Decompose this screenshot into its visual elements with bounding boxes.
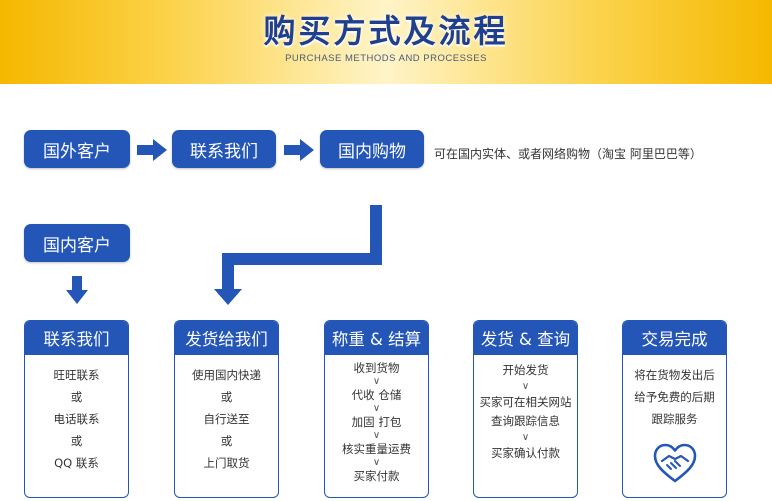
card-line: 跟踪服务: [651, 412, 698, 426]
chevron-down-icon: ∨: [521, 432, 530, 443]
card-title: 称重 & 结算: [325, 321, 428, 355]
card-line: 买家可在相关网站: [479, 395, 572, 409]
domestic-customer-step: 国内客户: [24, 224, 130, 262]
card-line: 买家确认付款: [491, 446, 560, 460]
card-title: 发货 & 查询: [474, 321, 577, 355]
card-line: 或: [220, 390, 233, 404]
arrow-right-icon: [137, 139, 167, 161]
card-line: 或: [70, 390, 83, 404]
card-line: 使用国内快递: [192, 368, 261, 382]
arrow-right-icon: [284, 139, 314, 161]
card-line: 电话联系: [53, 412, 100, 426]
card-title: 发货给我们: [175, 321, 278, 355]
card-line: 代收 仓储: [351, 388, 402, 402]
chevron-down-icon: ∨: [372, 457, 381, 468]
domestic-shopping-step: 国内购物: [320, 130, 424, 168]
card-line: 将在货物发出后: [634, 368, 715, 382]
card-line: 或: [220, 434, 233, 448]
card-line: 或: [70, 434, 83, 448]
chevron-down-icon: ∨: [372, 403, 381, 414]
card-line: 买家付款: [353, 469, 400, 483]
card-contact-us: 联系我们 旺旺联系 或 电话联系 或 QQ 联系: [24, 320, 129, 498]
card-line: 旺旺联系: [53, 368, 100, 382]
chevron-down-icon: ∨: [372, 376, 381, 387]
card-line: 加固 打包: [351, 415, 402, 429]
card-line: 收到货物: [353, 361, 400, 375]
page-title: 购买方式及流程: [263, 12, 509, 50]
card-ship-track: 发货 & 查询 开始发货 ∨ 买家可在相关网站 查询跟踪信息 ∨ 买家确认付款: [473, 320, 578, 498]
arrow-down-icon: [66, 276, 88, 304]
card-title: 联系我们: [25, 321, 128, 355]
header-banner: 购买方式及流程 PURCHASE METHODS AND PROCESSES: [0, 0, 772, 84]
handshake-heart-icon: [653, 443, 697, 483]
card-line: QQ 联系: [54, 456, 99, 470]
card-line: 查询跟踪信息: [491, 414, 560, 428]
contact-us-step: 联系我们: [172, 130, 276, 168]
card-line: 核实重量运费: [342, 442, 411, 456]
card-weigh-settle: 称重 & 结算 收到货物 ∨ 代收 仓储 ∨ 加固 打包 ∨ 核实重量运费 ∨ …: [324, 320, 429, 498]
elbow-down-left-arrow-icon: [214, 205, 382, 305]
chevron-down-icon: ∨: [372, 430, 381, 441]
card-line: 自行送至: [203, 412, 250, 426]
card-line: 上门取货: [203, 456, 250, 470]
card-deal-complete: 交易完成 将在货物发出后 给予免费的后期 跟踪服务: [622, 320, 727, 498]
page-subtitle: PURCHASE METHODS AND PROCESSES: [285, 53, 487, 64]
card-line: 开始发货: [502, 363, 549, 377]
foreign-customer-step: 国外客户: [24, 130, 130, 168]
shopping-note: 可在国内实体、或者网络购物（淘宝 阿里巴巴等）: [434, 147, 702, 161]
card-ship-to-us: 发货给我们 使用国内快递 或 自行送至 或 上门取货: [174, 320, 279, 498]
card-line: 给予免费的后期: [634, 390, 715, 404]
card-title: 交易完成: [623, 321, 726, 355]
chevron-down-icon: ∨: [521, 381, 530, 392]
